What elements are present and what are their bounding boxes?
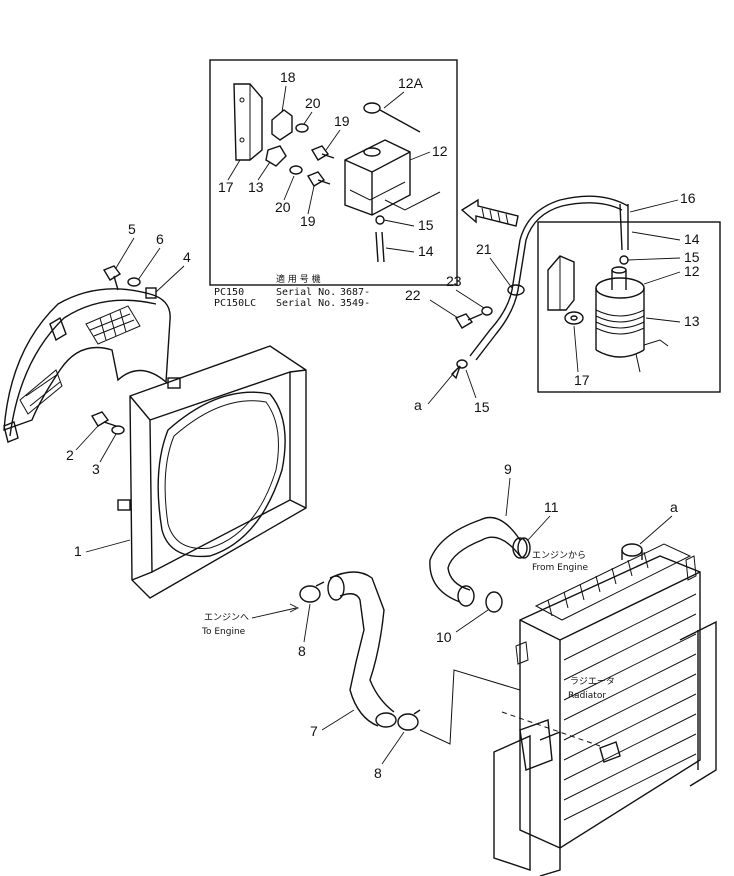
overflow-hose [475,202,623,361]
from-engine-jp: エンジンから [532,550,586,561]
hose-part [619,203,629,251]
to-engine-en: To Engine [201,627,246,637]
callout-2: 2 [66,447,74,463]
direction-arrow [460,198,519,227]
washer-part [111,425,125,435]
inset-box-upper [209,59,458,286]
callout-14: 14 [418,243,434,259]
callout-11: 11 [544,499,559,515]
serial-row1-model: PC150 [214,287,244,298]
bolt-part [306,171,331,187]
callout-15: 15 [684,249,700,265]
callout-10: 10 [436,629,452,645]
lower-hose [327,571,397,728]
tank-cap [363,102,421,133]
callout-14: 14 [684,231,700,247]
hose-clamp [485,591,503,613]
serial-header: 適 用 号 機 [276,273,321,285]
callout-18: 18 [280,69,296,85]
bolt-part [90,411,117,427]
callout-17: 17 [574,372,590,388]
fan-guard [3,287,171,443]
callout-1: 1 [74,543,82,559]
callout-6: 6 [156,231,164,247]
callout-9: 9 [504,461,512,477]
hose-clamp [299,581,325,603]
callout-8: 8 [298,643,306,659]
serial-row1-value: 3687- [340,287,370,298]
callout-5: 5 [128,221,136,237]
wire [635,339,669,373]
callout-15: 15 [474,399,490,415]
callout-4: 4 [183,249,191,265]
callout-17: 17 [218,179,234,195]
washer-part [481,306,493,316]
callout-13: 13 [248,179,264,195]
hose-clamp [397,709,421,731]
callout-12: 12 [684,263,700,279]
clip-part [271,109,293,141]
clamp-part [507,284,525,296]
washer-part [295,123,309,133]
serial-row2-label: Serial No. [276,298,336,309]
upper-hose [429,516,528,607]
hose-clamp [517,537,531,559]
callout-19: 19 [300,213,316,229]
callout-21: 21 [476,241,492,257]
from-engine-en: From Engine [532,563,588,573]
callout-20: 20 [275,199,291,215]
fan-shroud [117,345,307,599]
callout-22: 22 [405,287,421,303]
callout-7: 7 [310,723,318,739]
bolt-part [310,145,335,161]
callout-15: 15 [418,217,434,233]
arrow-head [451,365,461,380]
callout-23: 23 [446,273,462,289]
reservoir-tank [595,266,645,358]
inset-box-right [537,221,721,393]
overflow-hose [469,195,629,357]
bolt-part [454,313,483,329]
callout-19: 19 [334,113,350,129]
callout-a: a [670,499,678,515]
callout-13: 13 [684,313,700,329]
callout-20: 20 [305,95,321,111]
callout-16: 16 [680,190,696,206]
callout-12A: 12A [398,75,424,91]
to-engine-jp: エンジンへ [204,613,249,623]
serial-row1-label: Serial No. [276,287,336,298]
radiator [493,543,717,876]
washer-part [127,277,141,287]
bolt-part [102,265,122,291]
clip-part [456,359,468,369]
wire [384,191,441,211]
callout-3: 3 [92,461,100,477]
clip-part [619,255,629,265]
radiator-jp: ラジエータ [570,676,615,687]
callout-a: a [414,397,422,413]
bracket-part [233,83,263,161]
washer-part [289,165,303,175]
bracket-part [547,255,584,325]
radiator-en: Radiator [568,691,606,701]
callout-12: 12 [432,143,448,159]
hose-part [375,231,385,263]
hose-route-line [419,669,521,745]
serial-row2-value: 3549- [340,298,370,309]
clip-part [375,215,385,225]
serial-row2-model: PC150LC [214,298,256,309]
callout-8: 8 [374,765,382,781]
clamp-part [265,145,287,167]
reservoir-tank [344,139,411,216]
